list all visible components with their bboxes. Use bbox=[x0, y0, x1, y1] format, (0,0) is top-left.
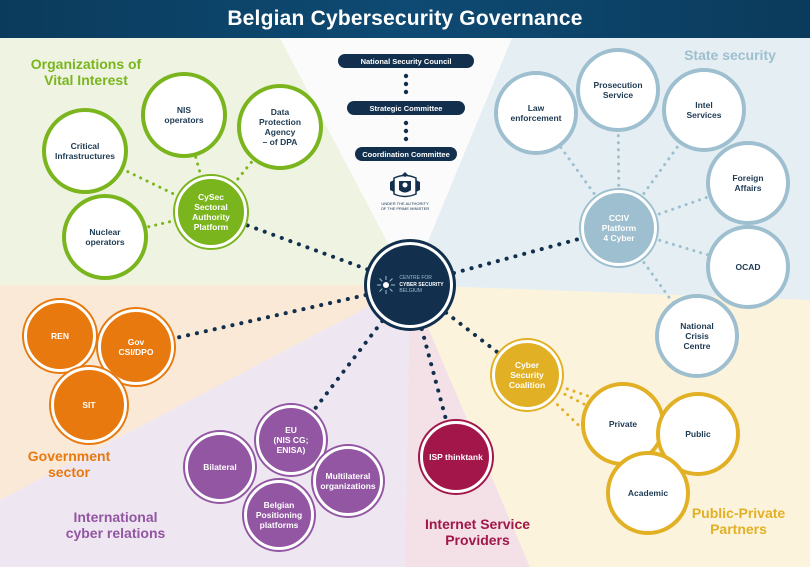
cciv-platform-node[interactable]: CCIV Platform 4 Cyber bbox=[581, 190, 657, 266]
cysec-sectoral-authority-platform-node[interactable]: CySec Sectoral Authority Platform bbox=[175, 176, 247, 248]
section-isp: Internet Service Providers bbox=[424, 516, 531, 549]
intel-services-node[interactable]: Intel Services bbox=[662, 68, 746, 152]
academic-node[interactable]: Academic bbox=[606, 451, 690, 535]
public-node[interactable]: Public bbox=[656, 392, 740, 476]
section-ppp: Public-Private Partners bbox=[691, 505, 786, 538]
nis-operators-node[interactable]: NIS operators bbox=[141, 72, 227, 158]
cyber-security-coalition-node[interactable]: Cyber Security Coalition bbox=[492, 340, 562, 410]
section-state-security: State security bbox=[684, 47, 776, 63]
coordination-committee-bar: Coordination Committee bbox=[355, 147, 457, 161]
header-bar: Belgian Cybersecurity Governance bbox=[0, 0, 810, 38]
ccb-hub-text: CENTRE FOR CYBER SECURITY BELGIUM bbox=[399, 275, 443, 295]
multilateral-organizations-node[interactable]: Multilateral organizations bbox=[313, 446, 383, 516]
bilateral-node[interactable]: Bilateral bbox=[185, 432, 255, 502]
ccb-hub[interactable]: CENTRE FOR CYBER SECURITY BELGIUM bbox=[364, 239, 456, 331]
gov-csi-dpo-node[interactable]: Gov CSI/DPO bbox=[98, 309, 174, 385]
connector-state-law bbox=[534, 111, 621, 230]
data-protection-agency-node[interactable]: Data Protection Agency – of DPA bbox=[237, 84, 323, 170]
sit-node[interactable]: SIT bbox=[51, 367, 127, 443]
hub-line-3: BELGIUM bbox=[399, 288, 422, 295]
sector-hierarchy bbox=[280, 38, 512, 285]
section-international: International cyber relations bbox=[65, 509, 166, 542]
hub-line-2: CYBER SECURITY bbox=[399, 281, 444, 288]
national-crisis-centre-node[interactable]: National Crisis Centre bbox=[655, 294, 739, 378]
law-enforcement-node[interactable]: Law enforcement bbox=[494, 71, 578, 155]
connector-hub-isp bbox=[408, 283, 458, 459]
belgian-coat-of-arms-icon bbox=[388, 170, 422, 200]
connector-vital-critical bbox=[83, 149, 213, 214]
ccb-logo-icon bbox=[377, 276, 396, 294]
isp-thinktank-node[interactable]: ISP thinktank bbox=[420, 421, 492, 493]
foreign-affairs-node[interactable]: Foreign Affairs bbox=[706, 141, 790, 225]
section-vital-interest: Organizations of Vital Interest bbox=[30, 56, 142, 89]
connector-hub-ppp bbox=[408, 283, 529, 377]
ocad-node[interactable]: OCAD bbox=[706, 225, 790, 309]
section-government: Government sector bbox=[27, 448, 111, 481]
national-security-council-bar: National Security Council bbox=[338, 54, 474, 68]
hierarchy-dots bbox=[402, 70, 410, 146]
ccb-hub-inner: CENTRE FOR CYBER SECURITY BELGIUM bbox=[370, 245, 450, 325]
ren-node[interactable]: REN bbox=[24, 300, 96, 372]
belgian-positioning-platforms-node[interactable]: Belgian Positioning platforms bbox=[244, 480, 314, 550]
page-title: Belgian Cybersecurity Governance bbox=[227, 7, 583, 30]
prosecution-service-node[interactable]: Prosecution Service bbox=[576, 48, 660, 132]
eu-node[interactable]: EU (NIS CG; ENISA) bbox=[256, 405, 326, 475]
nuclear-operators-node[interactable]: Nuclear operators bbox=[62, 194, 148, 280]
critical-infrastructures-node[interactable]: Critical Infrastructures bbox=[42, 108, 128, 194]
strategic-committee-bar: Strategic Committee bbox=[347, 101, 465, 115]
hub-line-1: CENTRE FOR bbox=[399, 275, 432, 282]
authority-note: UNDER THE AUTHORITY OF THE PRIME MINISTE… bbox=[380, 201, 430, 211]
